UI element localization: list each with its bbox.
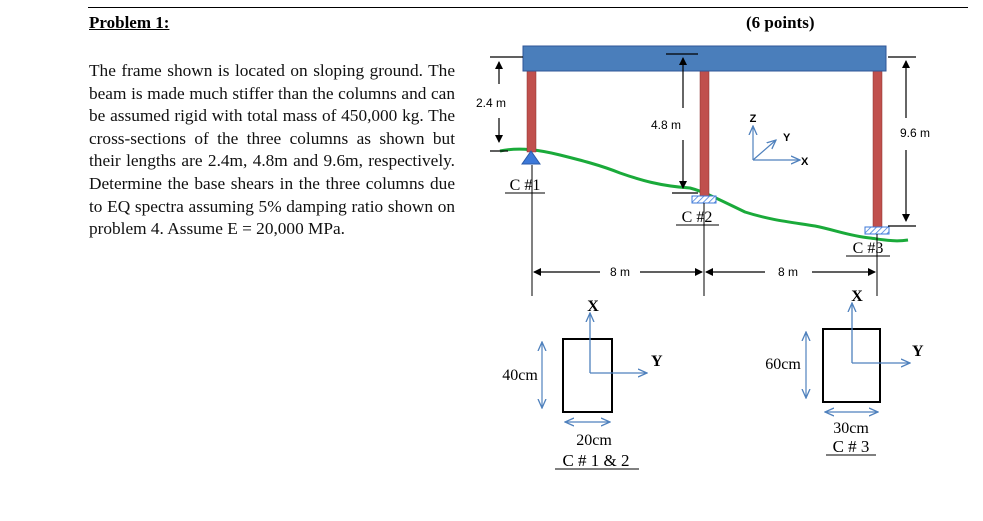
label-c3: C #3 bbox=[853, 240, 884, 257]
label-c1: C #1 bbox=[510, 177, 541, 194]
svg-text:C # 3: C # 3 bbox=[833, 437, 870, 456]
problem-statement: The frame shown is located on sloping gr… bbox=[89, 61, 455, 239]
dim-span-1: 8 m bbox=[610, 265, 630, 279]
dim-height-3: 9.6 m bbox=[900, 126, 930, 140]
svg-text:60cm: 60cm bbox=[765, 356, 801, 373]
svg-text:X: X bbox=[851, 288, 863, 305]
points-label: (6 points) bbox=[746, 13, 815, 32]
section-c3: X Y 60cm 30cm C # 3 bbox=[765, 288, 924, 456]
pin-support-icon bbox=[521, 150, 541, 165]
column-1 bbox=[526, 59, 537, 153]
svg-text:30cm: 30cm bbox=[833, 420, 869, 437]
svg-text:20cm: 20cm bbox=[576, 432, 612, 449]
svg-text:Y: Y bbox=[912, 343, 924, 360]
svg-text:Y: Y bbox=[651, 353, 663, 370]
column-3 bbox=[872, 59, 883, 228]
header-rule bbox=[88, 7, 968, 8]
dim-height-2: 4.8 m bbox=[651, 118, 681, 132]
coordinate-axes-icon: Z Y X bbox=[750, 113, 809, 168]
svg-text:Y: Y bbox=[783, 132, 791, 144]
column-2 bbox=[699, 59, 710, 198]
svg-text:X: X bbox=[587, 298, 599, 315]
problem-title: Problem 1: bbox=[89, 13, 170, 32]
section-c12: X Y 40cm 20cm C # 1 & 2 bbox=[502, 298, 663, 470]
fixed-support-3-icon bbox=[864, 226, 890, 235]
svg-text:X: X bbox=[801, 156, 809, 168]
dim-height-1: 2.4 m bbox=[476, 96, 506, 110]
svg-text:Z: Z bbox=[750, 113, 757, 125]
svg-text:40cm: 40cm bbox=[502, 367, 538, 384]
label-c2: C #2 bbox=[682, 209, 713, 226]
rigid-beam bbox=[522, 45, 887, 72]
svg-text:C # 1 & 2: C # 1 & 2 bbox=[562, 451, 629, 470]
fixed-support-2-icon bbox=[691, 195, 717, 204]
dim-span-2: 8 m bbox=[778, 265, 798, 279]
